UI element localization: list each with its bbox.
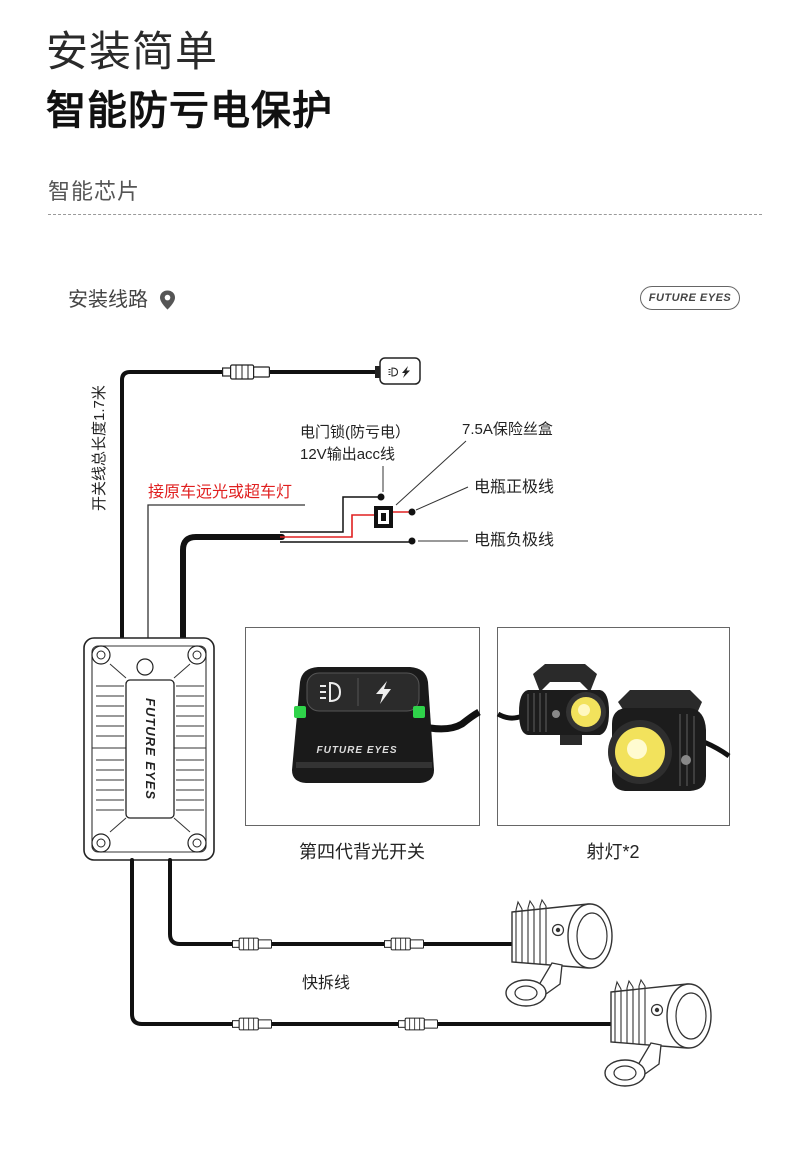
spotlight-drawing-lower: [604, 979, 712, 1087]
product-switch-base: [296, 762, 432, 768]
spotlight-front-bracket: [618, 690, 702, 720]
switch-wire-connector: [222, 364, 270, 380]
switch-wire: [120, 370, 381, 642]
product-switch-led-left: [294, 706, 306, 718]
acc-label-line2: 12V输出acc线: [300, 446, 395, 463]
high-beam-note: 接原车远光或超车灯: [148, 483, 292, 501]
section-divider: [48, 214, 762, 215]
controller-screws: [96, 650, 202, 848]
switch-cable-length-label: 开关线总长度1.7米: [91, 385, 108, 511]
lightning-icon: [402, 366, 410, 378]
location-pin-icon: [160, 290, 175, 310]
fuse-label: 7.5A保险丝盒: [462, 421, 553, 438]
spotlight-back-bracket: [533, 664, 597, 692]
power-cable: [180, 534, 285, 643]
acc-terminal-dot: [377, 493, 385, 501]
spotlight-back-bolt: [552, 710, 560, 718]
product-switch-top-face: [306, 672, 420, 712]
controller-box: FUTURE EYES: [83, 637, 215, 861]
lightning-icon: [376, 681, 391, 704]
product-switch-caption: 第四代背光开关: [299, 842, 425, 862]
product-spotlights-photo: [496, 627, 731, 826]
leader-lines: [382, 440, 469, 542]
quick-release-label: 快拆线: [302, 974, 350, 992]
spotlight-front-bolt: [681, 755, 691, 765]
headlight-icon: [388, 367, 399, 377]
high-beam-wire: [147, 504, 305, 640]
spotlight-front-cable: [703, 739, 731, 759]
battery-positive-label: 电瓶正极线: [474, 478, 554, 496]
acc-label-line1: 电门锁(防亏电）: [300, 424, 410, 441]
product-switch-brand: FUTURE EYES: [316, 745, 397, 756]
product-spotlights-caption: 射灯*2: [586, 842, 639, 862]
lamp-wire-upper: [168, 858, 515, 946]
quick-release-connector: [384, 937, 424, 951]
controller-screw-bosses: [91, 645, 207, 853]
fuse-element: [381, 513, 386, 521]
positive-terminal-dot: [408, 508, 416, 516]
spotlight-front-lens-highlight: [627, 739, 647, 759]
switch-plug: [375, 366, 381, 378]
product-switch-cable: [429, 708, 481, 733]
headline-bold: 智能防亏电保护: [46, 89, 333, 133]
spotlight-back-lens-highlight: [578, 704, 590, 716]
handlebar-switch: [375, 357, 421, 385]
quick-release-connector: [232, 1017, 272, 1031]
diagram-title: 安装线路: [68, 289, 148, 311]
controller-brand: FUTURE EYES: [143, 698, 158, 800]
battery-negative-label: 电瓶负极线: [474, 531, 554, 549]
controller-indicator: [136, 658, 154, 676]
brand-logo: FUTURE EYES: [640, 286, 740, 310]
negative-terminal-dot: [408, 537, 416, 545]
spotlight-back-mount: [560, 735, 582, 745]
spotlight-front-fins: [679, 714, 695, 786]
quick-release-connector: [398, 1017, 438, 1031]
spotlight-drawing-upper: [505, 899, 613, 1007]
acc-wire: [280, 496, 381, 533]
product-switch-led-right: [413, 706, 425, 718]
fuse-box: [374, 506, 393, 528]
spotlight-back-fins: [527, 693, 547, 732]
headlight-icon: [320, 681, 342, 703]
product-switch-photo: FUTURE EYES: [245, 627, 481, 826]
controller-center-panel: [125, 679, 175, 819]
quick-release-connector: [232, 937, 272, 951]
switch-body: [379, 357, 421, 385]
lamp-wire-lower: [130, 858, 615, 1026]
section-title: 智能芯片: [48, 179, 141, 204]
headline-light: 安装简单: [46, 28, 219, 75]
